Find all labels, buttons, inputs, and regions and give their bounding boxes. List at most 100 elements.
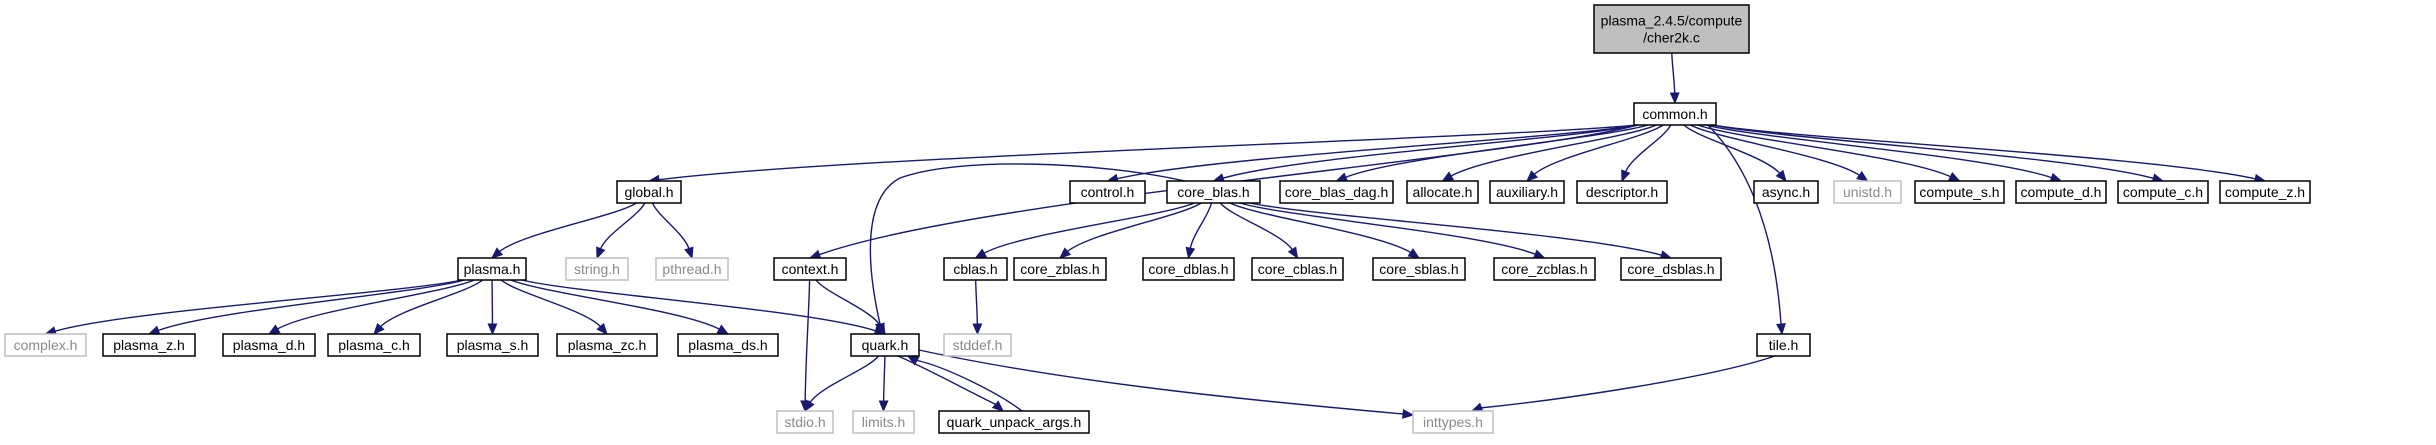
node-box [446, 333, 539, 357]
edge-line [1671, 52, 1676, 95]
node-label: core_zcblas.h [1501, 261, 1587, 277]
node-tile[interactable]: tile.h [1756, 333, 1811, 357]
node-label: tile.h [1769, 337, 1799, 353]
arrow-head-icon [491, 247, 504, 259]
node-label: async.h [1762, 184, 1810, 200]
node-async[interactable]: async.h [1753, 180, 1819, 204]
node-label: compute_c.h [2123, 184, 2203, 200]
arrow-head-icon [1526, 170, 1539, 182]
node-context[interactable]: context.h [773, 257, 847, 281]
edge-line [808, 355, 880, 404]
node-label: plasma_zc.h [568, 337, 647, 353]
arrow-head-icon [596, 246, 606, 260]
arrow-head-icon [487, 323, 498, 336]
node-string: string.h [565, 257, 629, 281]
node-label: compute_d.h [2021, 184, 2102, 200]
node-label: core_dblas.h [1148, 261, 1228, 277]
edge-tile-to-inttypes [1470, 355, 1776, 412]
node-allocate[interactable]: allocate.h [1406, 180, 1479, 204]
node-label: context.h [782, 261, 839, 277]
node-box [1576, 180, 1668, 204]
edges-layer [44, 52, 2267, 419]
arrow-head-icon [1185, 246, 1196, 260]
node-compute-z[interactable]: compute_z.h [2219, 180, 2311, 204]
node-compute-s[interactable]: compute_s.h [1914, 180, 2005, 204]
edge-line [1705, 124, 2053, 179]
node-cblas[interactable]: cblas.h [943, 257, 1008, 281]
edge-line [1249, 202, 1663, 257]
arrow-head-icon [1335, 172, 1349, 182]
node-label: plasma_s.h [457, 337, 529, 353]
node-core-cblas[interactable]: core_cblas.h [1251, 257, 1344, 281]
node-plasma-c[interactable]: plasma_c.h [327, 333, 421, 357]
arrow-head-icon [878, 400, 889, 413]
node-limits: limits.h [852, 410, 915, 434]
node-box [776, 410, 834, 434]
node-box [655, 257, 729, 281]
node-label: core_zblas.h [1020, 261, 1099, 277]
node-label: stdio.h [784, 414, 825, 430]
node-global[interactable]: global.h [616, 180, 682, 204]
node-core-zcblas[interactable]: core_zcblas.h [1493, 257, 1596, 281]
node-compute-d[interactable]: compute_d.h [2015, 180, 2107, 204]
node-quark-unpack-args[interactable]: quark_unpack_args.h [938, 410, 1090, 434]
edge-line [1221, 124, 1639, 180]
edge-context-to-stdio [800, 279, 811, 413]
node-plasma-d[interactable]: plasma_d.h [222, 333, 316, 357]
edge-plasma-to-plasma-zc [500, 279, 608, 335]
node-quark[interactable]: quark.h [850, 333, 920, 357]
arrow-head-icon [974, 248, 988, 259]
node-core-sblas[interactable]: core_sblas.h [1372, 257, 1466, 281]
node-core-dblas[interactable]: core_dblas.h [1142, 257, 1235, 281]
node-plasma-z[interactable]: plasma_z.h [102, 333, 196, 357]
node-core-blas[interactable]: core_blas.h [1166, 180, 1261, 204]
edge-line [1229, 202, 1412, 254]
node-box [1142, 257, 1235, 281]
node-box [1406, 180, 1479, 204]
arrow-head-icon [596, 322, 608, 335]
node-core-dsblas[interactable]: core_dsblas.h [1620, 257, 1722, 281]
node-label: plasma_d.h [233, 337, 305, 353]
edge-plasma-to-quark [521, 279, 887, 336]
node-plasma-ds[interactable]: plasma_ds.h [677, 333, 779, 357]
node-core-zblas[interactable]: core_zblas.h [1013, 257, 1107, 281]
node-box [222, 333, 316, 357]
node-label: allocate.h [1413, 184, 1473, 200]
arrow-head-icon [147, 325, 161, 335]
node-label: complex.h [14, 337, 78, 353]
node-core-blas-dag[interactable]: core_blas_dag.h [1279, 180, 1394, 204]
edge-plasma-to-plasma-ds [510, 279, 730, 335]
edge-line [157, 279, 465, 332]
edge-line [53, 279, 463, 333]
node-label: pthread.h [662, 261, 721, 277]
node-pthread: pthread.h [655, 257, 729, 281]
edge-line [1239, 202, 1537, 256]
arrow-head-icon [1441, 171, 1455, 182]
edge-line [651, 202, 690, 250]
node-box [1914, 180, 2005, 204]
node-box [1833, 180, 1902, 204]
node-label: descriptor.h [1586, 184, 1658, 200]
edge-line [1066, 202, 1202, 253]
edge-line [510, 279, 721, 331]
node-compute-c[interactable]: compute_c.h [2117, 180, 2209, 204]
node-plasma-zc[interactable]: plasma_zc.h [556, 333, 658, 357]
node-root[interactable]: plasma_2.4.5/compute/cher2k.c [1593, 4, 1750, 54]
node-common[interactable]: common.h [1633, 102, 1717, 126]
edge-core-blas-to-cblas [974, 202, 1195, 259]
node-label: quark.h [862, 337, 909, 353]
edge-line [804, 279, 811, 403]
node-plasma-s[interactable]: plasma_s.h [446, 333, 539, 357]
node-plasma[interactable]: plasma.h [457, 257, 527, 281]
node-label: /cher2k.c [1643, 30, 1700, 46]
edge-common-to-auxiliary [1526, 124, 1664, 182]
edge-line [1116, 124, 1639, 180]
node-control[interactable]: control.h [1069, 180, 1146, 204]
node-descriptor[interactable]: descriptor.h [1576, 180, 1668, 204]
edge-line [982, 202, 1195, 255]
node-label: core_dsblas.h [1627, 261, 1714, 277]
edge-line [869, 163, 1186, 326]
edge-common-to-control [1106, 124, 1639, 184]
edge-line [1479, 355, 1776, 409]
node-auxiliary[interactable]: auxiliary.h [1489, 180, 1565, 204]
